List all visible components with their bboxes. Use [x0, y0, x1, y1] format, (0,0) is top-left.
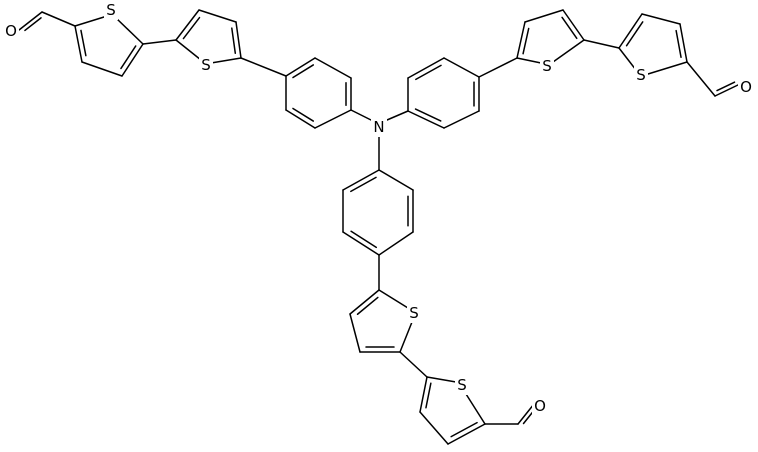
svg-text:O: O [740, 78, 752, 96]
bond [443, 110, 480, 129]
atom-s3: S [540, 56, 554, 76]
bond [447, 423, 486, 445]
bond [349, 289, 380, 315]
bond [350, 109, 372, 121]
bond [210, 57, 242, 64]
bond [618, 13, 643, 49]
bond [142, 39, 177, 45]
svg-text:S: S [201, 56, 211, 74]
bond [716, 81, 736, 92]
bond [175, 9, 200, 41]
bond [562, 9, 585, 41]
bond [285, 57, 316, 77]
bond [80, 29, 87, 57]
bond [120, 45, 137, 70]
bond [292, 107, 315, 122]
bond [399, 351, 428, 378]
bond [641, 13, 681, 25]
bond [465, 393, 486, 425]
bond [74, 25, 83, 63]
atom-s4: S [634, 65, 648, 85]
bond [522, 27, 530, 55]
svg-text:O: O [534, 397, 546, 415]
bond [350, 176, 377, 193]
bond [292, 64, 315, 79]
svg-text:N: N [373, 118, 384, 136]
bond [714, 83, 741, 97]
bond [41, 11, 76, 27]
bond [625, 21, 644, 47]
bond [516, 57, 542, 64]
bond [618, 47, 637, 71]
bond [407, 110, 445, 129]
bond [686, 61, 716, 97]
bond [18, 11, 43, 31]
bond [231, 27, 237, 55]
svg-text:S: S [542, 57, 552, 75]
bond [74, 16, 105, 27]
atom-o3: O [532, 396, 548, 416]
bond [583, 39, 620, 49]
bond [419, 376, 428, 413]
bond [679, 23, 688, 63]
bond [198, 9, 237, 23]
bond [414, 108, 442, 122]
bond [647, 61, 688, 75]
bond-lines [18, 9, 741, 445]
atom-s6: S [455, 375, 469, 395]
bond [24, 17, 42, 32]
bond [415, 64, 442, 81]
bond [407, 57, 445, 79]
bond [478, 57, 518, 78]
bond [386, 110, 409, 121]
svg-text:S: S [636, 66, 646, 84]
bond [115, 17, 144, 45]
bond [175, 39, 202, 61]
bond [426, 376, 457, 383]
bond [516, 21, 526, 59]
bond [524, 9, 564, 23]
atom-labels: N S S S S S S O O O [3, 0, 754, 416]
bond [356, 296, 379, 316]
svg-text:O: O [5, 22, 17, 40]
bond [419, 411, 449, 445]
bond [349, 313, 361, 353]
atom-o1: O [3, 21, 19, 41]
bond [399, 321, 413, 353]
atom-s2: S [199, 55, 213, 75]
atom-s5: S [407, 303, 421, 323]
bond [675, 29, 682, 58]
bond [314, 109, 352, 129]
bond [425, 382, 432, 409]
bond [378, 231, 414, 256]
bond [378, 289, 409, 309]
bond [561, 16, 578, 40]
svg-text:S: S [457, 376, 467, 394]
bond [517, 403, 535, 425]
bond [378, 169, 414, 191]
bond [342, 231, 380, 256]
bond [240, 57, 287, 77]
atom-n1: N [371, 117, 387, 137]
bond [182, 16, 201, 40]
atom-s1: S [104, 0, 118, 20]
bond [121, 43, 144, 77]
svg-text:S: S [409, 304, 419, 322]
bond [81, 61, 123, 77]
bond [314, 57, 352, 79]
bond [350, 230, 378, 249]
bond [552, 39, 585, 63]
bond [235, 21, 242, 59]
bond [285, 109, 316, 129]
bond [450, 421, 478, 438]
svg-text:S: S [106, 1, 116, 19]
bond [443, 57, 480, 78]
bond [342, 169, 380, 191]
atom-o2: O [738, 77, 754, 97]
